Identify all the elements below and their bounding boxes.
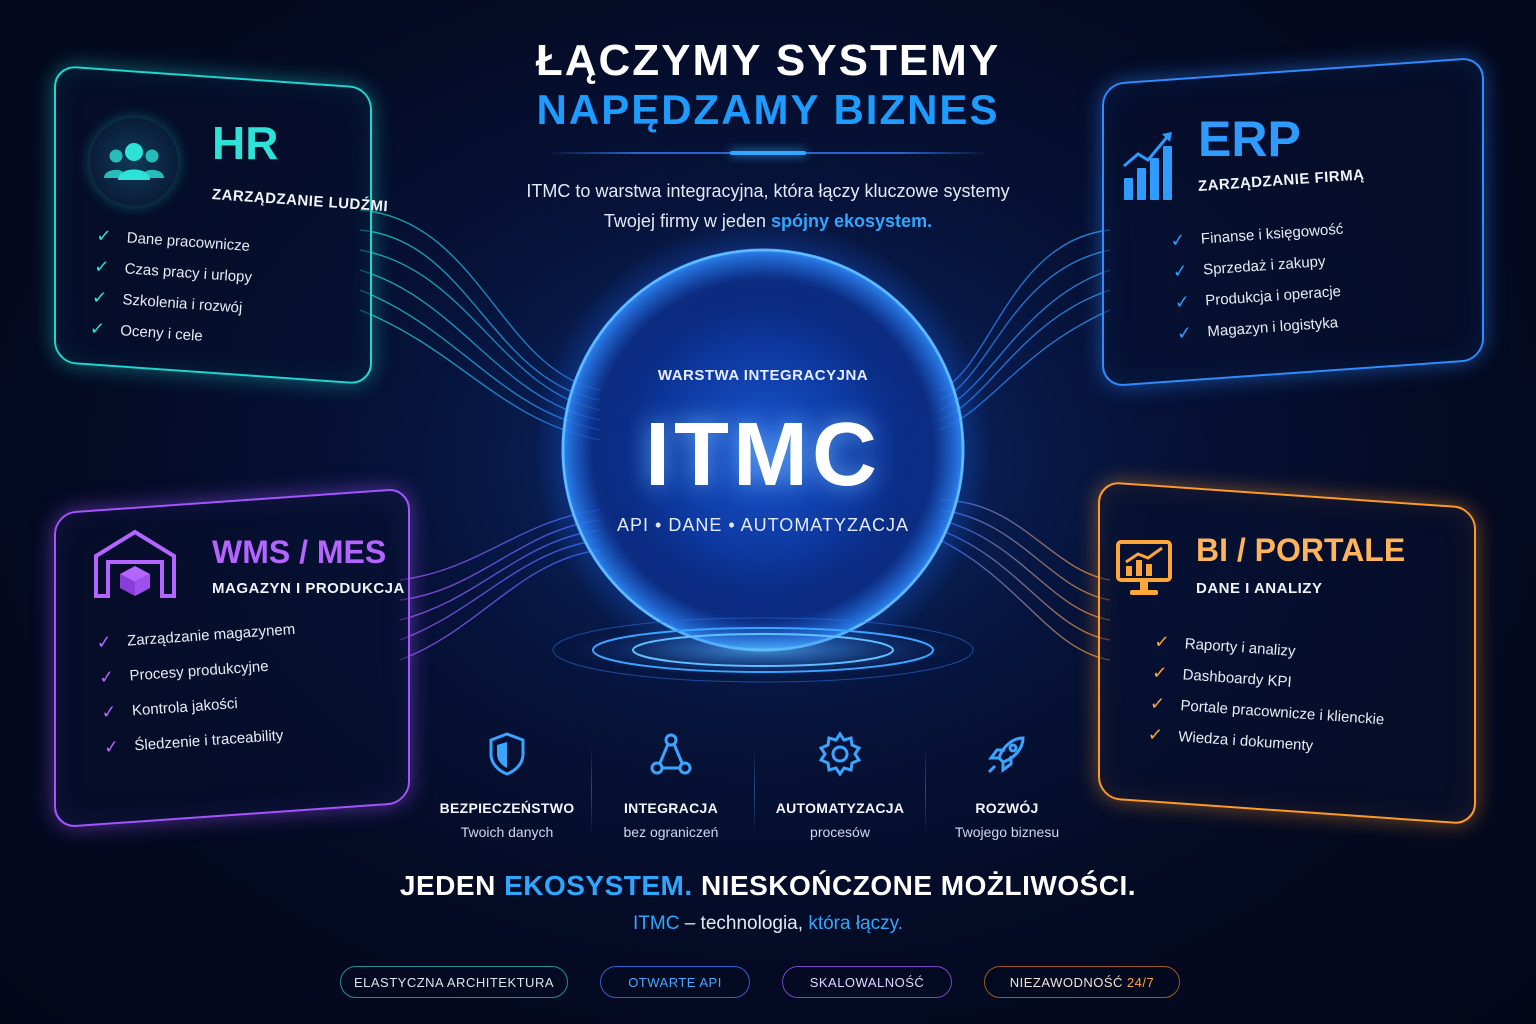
check-icon: ✓	[89, 318, 106, 340]
check-icon: ✓	[1147, 724, 1164, 746]
check-icon: ✓	[1171, 260, 1189, 282]
check-icon: ✓	[100, 701, 118, 723]
hr-title: HR	[212, 117, 279, 169]
feature-name: AUTOMATYZACJA	[775, 800, 905, 816]
gear-icon	[816, 730, 864, 778]
list-item-label: Finanse i księgowość	[1200, 220, 1344, 248]
wms-title: WMS / MES	[212, 534, 387, 570]
pill-flexible-architecture: ELASTYCZNA ARCHITEKTURA	[340, 966, 568, 998]
bi-subtitle: DANE I ANALIZY	[1196, 580, 1323, 597]
feature-name: INTEGRACJA	[623, 800, 718, 816]
check-icon: ✓	[91, 287, 108, 309]
core-name: ITMC	[645, 405, 881, 505]
check-icon: ✓	[1169, 229, 1187, 251]
tagline-highlight: która łączy.	[808, 913, 903, 934]
list-item-label: Oceny i cele	[119, 322, 204, 345]
list-item-label: Procesy produkcyjne	[128, 657, 270, 685]
bi-title: BI / PORTALE	[1196, 532, 1406, 568]
wms-feature-list: ✓ Zarządzanie magazynem ✓ Procesy produkcy…	[92, 612, 304, 766]
people-icon	[90, 118, 178, 206]
list-item-label: Kontrola jakości	[131, 695, 239, 720]
check-icon: ✓	[1149, 693, 1166, 715]
intro-line-1: ITMC to warstwa integracyjna, która łącz…	[526, 181, 1010, 201]
headline-line-1: ŁĄCZYMY SYSTEMY	[535, 36, 1001, 85]
list-item-label: Sprzedaż i zakupy	[1202, 252, 1327, 279]
pill-reliability-suffix: 24/7	[1126, 974, 1155, 990]
list-item-label: Wiedza i dokumenty	[1177, 728, 1314, 755]
network-icon	[647, 730, 695, 778]
intro-line-2-prefix: Twojej firmy w jeden	[603, 211, 766, 231]
pill-reliability-label: NIEZAWODNOŚĆ	[1009, 974, 1123, 990]
rocket-icon	[983, 730, 1031, 778]
list-item-label: Zarządzanie magazynem	[126, 620, 296, 650]
headline-line-2: NAPĘDZAMY BIZNES	[536, 86, 1000, 133]
shield-icon	[483, 730, 531, 778]
feature-growth: ROZWÓJ Twojego biznesu	[927, 730, 1087, 840]
check-icon: ✓	[103, 736, 120, 758]
pill-open-api: OTWARTE API	[600, 966, 750, 998]
check-icon: ✓	[1176, 322, 1193, 344]
erp-title: ERP	[1198, 111, 1301, 167]
feature-integration: INTEGRACJA bez ograniczeń	[591, 730, 751, 840]
growth-chart-icon	[1120, 128, 1176, 202]
check-icon: ✓	[95, 631, 113, 653]
pill-scalability: SKALOWALNOŚĆ	[782, 966, 952, 998]
list-item-label: Czas pracy i urlopy	[124, 260, 253, 287]
feature-desc: Twoich danych	[460, 824, 554, 840]
check-icon: ✓	[1153, 631, 1171, 653]
feature-desc: procesów	[810, 824, 870, 840]
tagline-brand: ITMC	[632, 913, 680, 934]
check-icon: ✓	[95, 225, 113, 247]
wms-subtitle: MAGAZYN I PRODUKCJA	[212, 580, 405, 597]
hr-feature-list: ✓ Dane pracownicze ✓ Czas pracy i urlopy ✓…	[85, 220, 255, 355]
bi-feature-list: ✓Raporty i analizy ✓Dashboardy KPI ✓Port…	[1143, 626, 1389, 766]
list-item-label: Produkcja i operacje	[1204, 282, 1342, 310]
slogan-part-2: NIESKOŃCZONE MOŻLIWOŚCI.	[700, 870, 1137, 901]
slogan: JEDEN EKOSYSTEM. NIESKOŃCZONE MOŻLIWOŚCI…	[0, 870, 1536, 902]
feature-divider	[754, 744, 755, 836]
warehouse-icon	[90, 526, 180, 600]
tagline: ITMC – technologia, która łączy.	[0, 913, 1536, 935]
intro-highlight: spójny ekosystem.	[771, 211, 933, 231]
monitor-chart-icon	[1114, 538, 1174, 600]
check-icon: ✓	[1151, 662, 1168, 684]
feature-name: BEZPIECZEŃSTWO	[439, 800, 575, 816]
list-item-label: Raporty i analizy	[1184, 635, 1297, 661]
list-item-label: Śledzenie i traceability	[133, 726, 284, 755]
erp-feature-list: ✓ Finanse i księgowość ✓ Sprzedaż i zakupy…	[1166, 214, 1351, 350]
feature-divider	[591, 744, 592, 836]
list-item-label: Dane pracownicze	[126, 229, 251, 255]
headline-divider-accent	[730, 151, 806, 155]
slogan-part-1: JEDEN	[399, 870, 496, 901]
slogan-highlight: EKOSYSTEM.	[504, 870, 693, 901]
check-icon: ✓	[1174, 291, 1191, 313]
feature-security: BEZPIECZEŃSTWO Twoich danych	[427, 730, 587, 840]
tagline-middle: – technologia,	[684, 913, 804, 934]
feature-desc: bez ograniczeń	[623, 824, 719, 840]
intro-line-2: Twojej firmy w jeden spójny ekosystem.	[0, 206, 1536, 236]
check-icon: ✓	[98, 666, 115, 688]
core-tagline: API • DANE • AUTOMATYZACJA	[617, 515, 909, 535]
list-item-label: Szkolenia i rozwój	[121, 291, 243, 317]
core-label: WARSTWA INTEGRACYJNA	[657, 367, 869, 384]
list-item-label: Dashboardy KPI	[1182, 666, 1293, 691]
feature-name: ROZWÓJ	[975, 800, 1039, 816]
feature-divider	[925, 744, 926, 836]
feature-desc: Twojego biznesu	[954, 824, 1060, 840]
intro-text: ITMC to warstwa integracyjna, która łącz…	[0, 176, 1536, 236]
check-icon: ✓	[93, 256, 110, 278]
list-item-label: Magazyn i logistyka	[1206, 314, 1339, 341]
feature-automation: AUTOMATYZACJA procesów	[760, 730, 920, 840]
